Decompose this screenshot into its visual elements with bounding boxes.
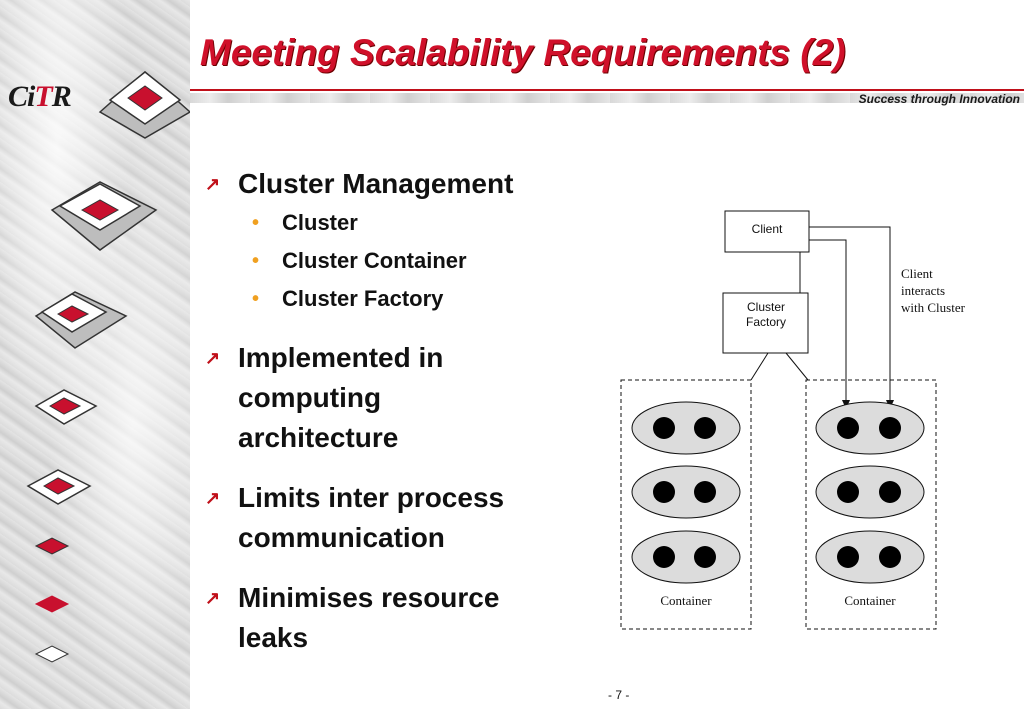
diamond-icon <box>34 291 128 349</box>
bullet-item: ↗ Implemented in computing architecture <box>200 338 600 458</box>
arrow-bullet-icon: ↗ <box>205 174 221 194</box>
diamond-icon <box>34 389 98 425</box>
arrow-bullet-icon: ↗ <box>205 588 221 608</box>
cluster-node <box>631 401 741 455</box>
bullet-item: ↗ Limits inter process communication <box>200 478 600 558</box>
client-label: Client <box>752 222 783 236</box>
client-interaction-arrow <box>809 239 850 409</box>
diamond-icon <box>50 181 158 251</box>
container-box-right <box>805 379 937 630</box>
title-rule-red <box>190 89 1024 91</box>
sub-bullet-item: •Cluster Factory <box>200 280 600 318</box>
citr-logo: CiTR <box>8 80 72 113</box>
cluster-node <box>631 530 741 584</box>
bullet-item: ↗ Cluster Management <box>200 164 600 204</box>
slide-title: Meeting Scalability Requirements (2) <box>200 32 846 73</box>
client-box <box>724 210 810 253</box>
bullet-text: Cluster Management <box>238 168 514 199</box>
cluster-factory-label-line2: Factory <box>746 315 786 329</box>
cluster-node <box>815 401 925 455</box>
cluster-factory-label-line1: Cluster <box>747 300 785 314</box>
cluster-node <box>631 465 741 519</box>
note-line-3: with Cluster <box>901 300 966 315</box>
container-label-right: Container <box>844 593 896 608</box>
diamond-icon <box>26 469 92 505</box>
dot-bullet-icon: • <box>252 288 260 310</box>
dot-bullet-icon: • <box>252 212 260 234</box>
page-number: - 7 - <box>608 688 630 702</box>
diamond-decorations <box>26 70 190 663</box>
arrow-bullet-icon: ↗ <box>205 488 221 508</box>
container-box-left <box>620 379 752 630</box>
sidebar-marble: CiTR <box>0 0 190 709</box>
dot-bullet-icon: • <box>252 250 260 272</box>
cluster-node <box>815 465 925 519</box>
cluster-node <box>815 530 925 584</box>
factory-container-connector <box>785 352 809 381</box>
sub-bullet-item: •Cluster Container <box>200 242 600 280</box>
sub-bullet-item: •Cluster <box>200 204 600 242</box>
diamond-icon <box>98 70 190 139</box>
client-interaction-arrow <box>809 226 894 409</box>
diamond-icon <box>34 645 70 663</box>
tagline: Success through Innovation <box>858 92 1020 106</box>
bullet-list: ↗ Cluster Management •Cluster •Cluster C… <box>200 164 600 658</box>
factory-container-connector <box>750 352 769 381</box>
bullet-item: ↗ Minimises resource leaks <box>200 578 600 658</box>
diamond-icon <box>34 595 70 613</box>
container-label-left: Container <box>660 593 712 608</box>
cluster-factory-box <box>722 292 809 354</box>
cluster-diagram: Client Cluster Factory Client interacts … <box>620 210 966 630</box>
diamond-icon <box>34 537 70 555</box>
note-line-2: interacts <box>901 283 945 298</box>
arrow-bullet-icon: ↗ <box>205 348 221 368</box>
title-rule-marble <box>190 93 1024 103</box>
note-line-1: Client <box>901 266 933 281</box>
